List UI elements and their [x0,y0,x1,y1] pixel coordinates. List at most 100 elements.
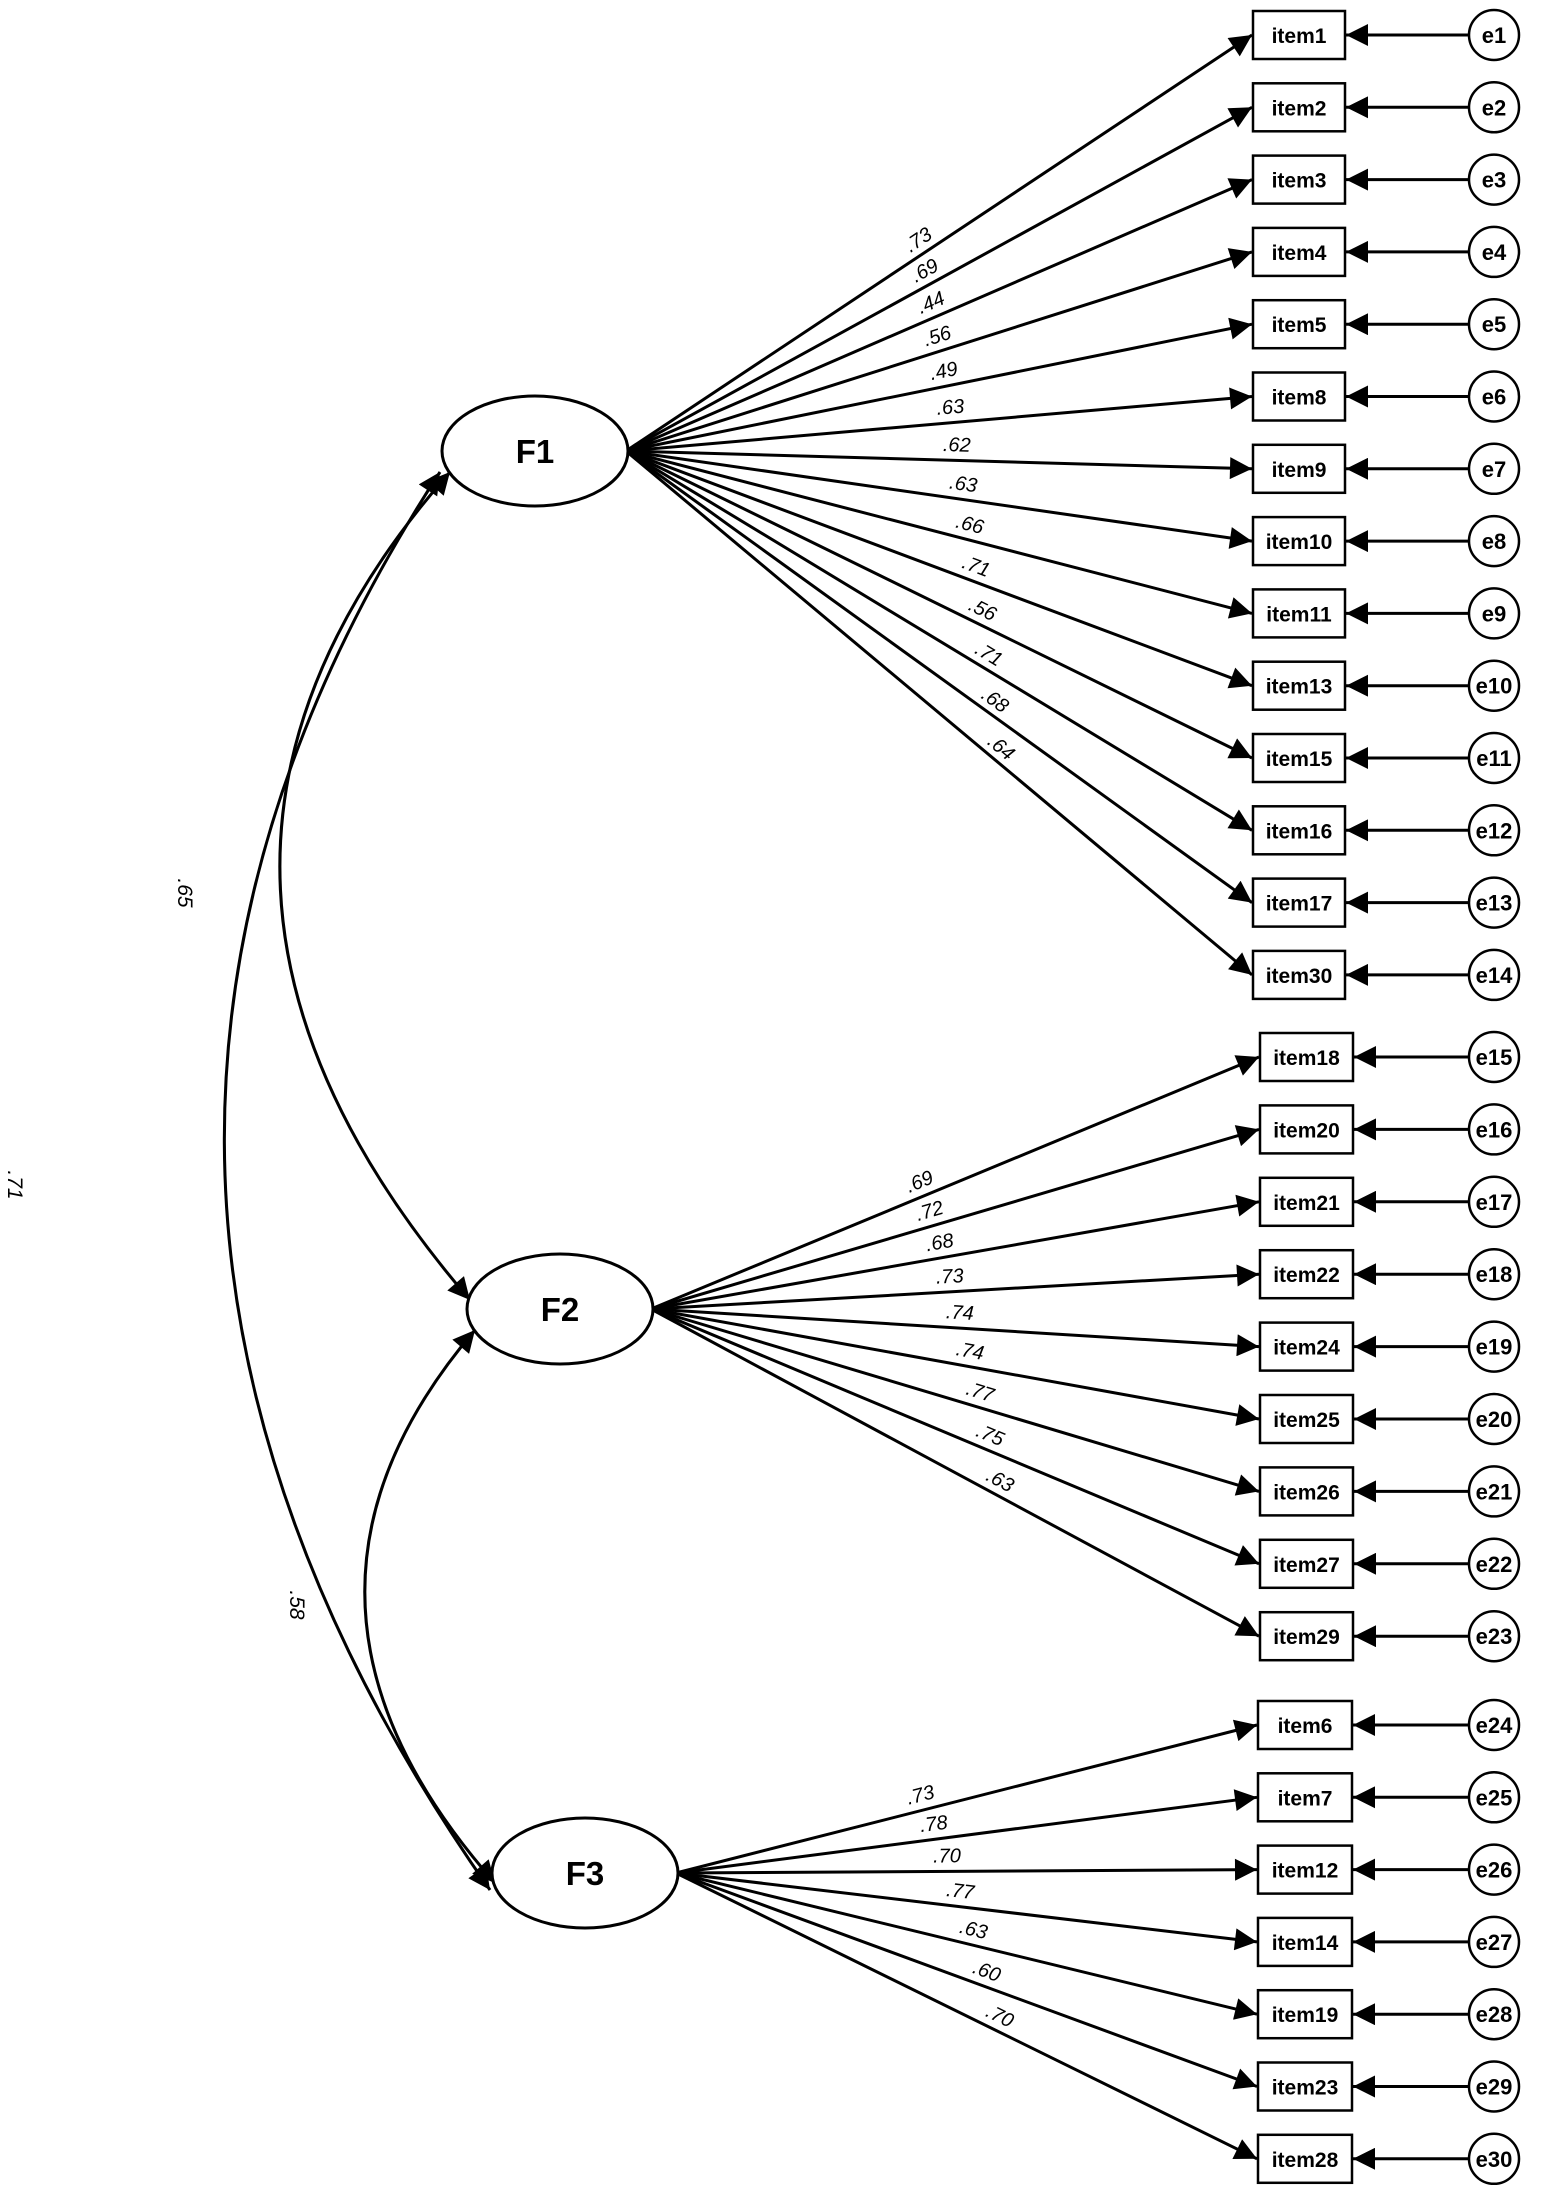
indicator-box [1251,732,1347,784]
error-label: e8 [1482,529,1506,554]
loading-value: .77 [945,1879,976,1904]
error-label: e12 [1476,818,1513,843]
loading-path [675,1871,1258,2020]
indicator-box [1256,2133,1354,2185]
correlation-value: .71 [3,1170,26,1199]
loading-value: .74 [945,1301,974,1325]
error-label: e22 [1476,1552,1513,1577]
indicator-label: item21 [1273,1192,1340,1215]
loading-path [650,1125,1260,1311]
loading-value: .66 [953,511,986,539]
indicator-box [1251,660,1347,711]
loading-path [625,449,1253,619]
error-label: e28 [1476,2002,1513,2027]
error-circle [1467,81,1521,134]
error-label: e20 [1476,1407,1513,1432]
loading-path [650,1307,1260,1357]
error-label: e6 [1482,385,1506,410]
loading-path [625,178,1253,453]
loading-path [650,1264,1260,1311]
indicator-label: item29 [1273,1626,1340,1649]
indicator-label: item16 [1266,820,1333,843]
error-circle [1467,1537,1521,1591]
indicator-box [1251,226,1347,278]
indicator-label: item1 [1272,25,1327,48]
error-circle [1467,442,1521,496]
error-label: e14 [1476,963,1513,988]
indicator-label: item18 [1273,1047,1340,1070]
error-label: e19 [1476,1335,1513,1360]
indicator-label: item23 [1272,2077,1339,2100]
loading-path [650,1307,1260,1638]
correlation-arc-f1-f3 [222,471,492,1891]
loading-path [625,449,1253,480]
error-circle [1467,1103,1521,1156]
indicator-box [1258,1176,1355,1228]
loading-value: .63 [957,1916,989,1944]
error-label: e15 [1476,1045,1513,1070]
error-label: e17 [1476,1190,1513,1215]
indicator-box [1258,1466,1355,1517]
loading-path [675,1871,1258,2161]
error-circle [1467,1392,1521,1446]
error-label: e5 [1482,312,1506,337]
indicator-box [1251,82,1347,133]
loading-value: .64 [983,731,1018,766]
loading-path [625,317,1253,453]
error-circle [1467,297,1521,351]
error-label: e4 [1482,240,1507,265]
error-circle [1467,2132,1521,2186]
loading-path [675,1719,1258,1875]
indicator-box [1251,443,1347,495]
indicator-label: item6 [1278,1715,1333,1738]
indicator-label: item25 [1273,1409,1340,1432]
loading-path [625,449,1253,689]
error-label: e2 [1482,95,1506,120]
indicator-box [1251,9,1347,61]
error-circle [1467,1771,1521,1824]
indicator-label: item5 [1272,314,1327,337]
error-label: e26 [1476,1858,1513,1883]
loading-value: .74 [954,1338,985,1365]
loading-value: .73 [904,1781,936,1809]
error-circle [1467,659,1521,712]
error-label: e1 [1482,23,1506,48]
indicator-box [1258,1248,1355,1300]
indicator-label: item10 [1266,531,1333,554]
error-circle [1467,1843,1521,1896]
indicator-label: item19 [1272,2004,1339,2027]
loading-paths-layer: .73.69.44.56.49.63.62.63.66.71.56.71.68.… [625,24,1469,2170]
loading-path [675,1789,1258,1875]
indicator-label: item30 [1266,965,1333,988]
loading-value: .73 [935,1265,964,1289]
factor-label: F3 [566,1855,605,1892]
indicator-label: item8 [1272,387,1327,410]
error-label: e27 [1476,1930,1513,1955]
loading-value: .62 [943,434,971,457]
loading-value: .63 [936,396,966,420]
indicator-box [1251,805,1347,856]
indicator-box [1258,1031,1355,1083]
error-label: e18 [1476,1262,1513,1287]
indicator-box [1256,1699,1354,1751]
indicator-label: item28 [1272,2149,1339,2172]
indicator-label: item2 [1272,97,1327,120]
correlation-arc-f1-f2 [278,471,472,1301]
loading-path [675,1871,1258,1951]
error-label: e11 [1476,746,1512,771]
indicator-box [1251,371,1347,422]
indicator-box [1251,154,1347,205]
correlation-layer: .65.58.71 [3,471,497,1891]
indicator-box [1258,1104,1355,1155]
error-circle [1467,1175,1521,1229]
factor-f3-ellipse [490,1816,680,1930]
loading-value: .70 [933,1845,961,1867]
loading-path [675,1871,1258,2090]
loading-path [625,449,1253,977]
error-label: e25 [1476,1785,1513,1810]
error-circle [1467,1915,1521,1969]
loading-value: .63 [982,1465,1017,1498]
error-label: e16 [1476,1117,1513,1142]
error-circle [1467,2060,1521,2113]
error-circle [1467,225,1521,279]
